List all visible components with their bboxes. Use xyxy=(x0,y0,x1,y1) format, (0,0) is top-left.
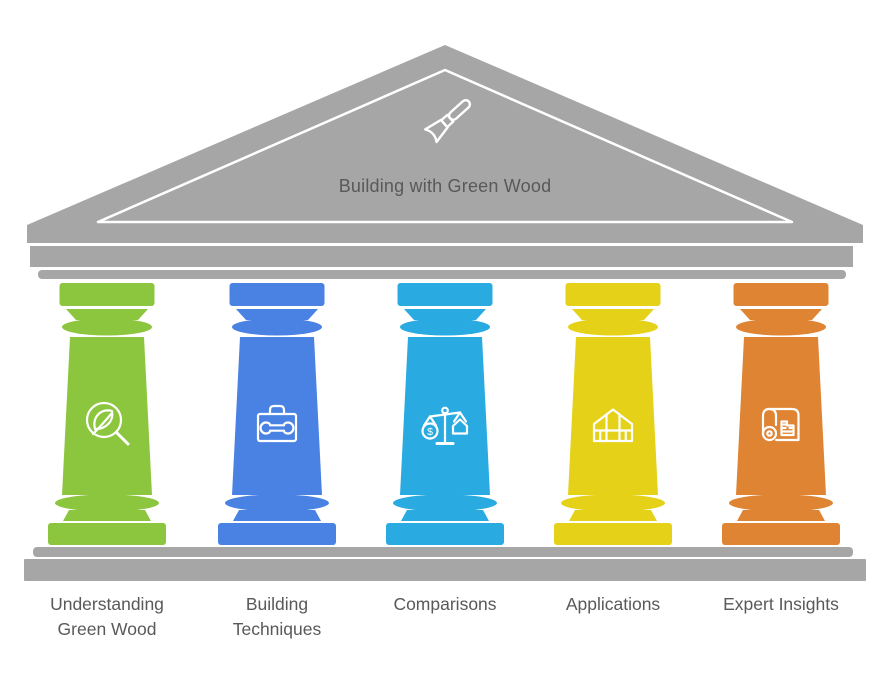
scale-beam xyxy=(428,411,462,418)
pillar-torus-top xyxy=(232,318,322,336)
pillar-label-applications: Applications xyxy=(565,594,661,614)
pillar-label-understanding-green-wood: Understanding Green Wood xyxy=(50,594,164,639)
blueprint-roll-end-inner xyxy=(766,430,773,437)
pillar-base xyxy=(569,510,657,521)
pillar-shaft xyxy=(232,337,322,495)
pediment-title: Building with Green Wood xyxy=(338,176,552,196)
pediment-roof xyxy=(27,45,863,243)
pillar-torus-top xyxy=(568,318,658,336)
magnifier-lens xyxy=(85,401,123,439)
pillar-base xyxy=(63,510,151,521)
pillar-capital xyxy=(397,283,493,306)
pillar-shaft xyxy=(736,337,826,495)
pillar-capital xyxy=(229,283,325,306)
leaf-shape xyxy=(93,409,114,431)
entablature-frieze xyxy=(38,270,846,279)
pillar-plinth xyxy=(218,523,336,545)
pillar-shaft xyxy=(568,337,658,495)
pillar-torus-bottom xyxy=(729,494,833,512)
greenhouse-panel-dividers xyxy=(599,429,627,443)
pillar-base xyxy=(737,510,825,521)
pillar-torus-bottom xyxy=(225,494,329,512)
blueprint-roll-end-outer xyxy=(761,425,778,442)
pillar-torus-bottom xyxy=(55,494,159,512)
scale-right-strings xyxy=(452,411,468,423)
pillar-plinth xyxy=(722,523,840,545)
pillar-echinus xyxy=(66,309,148,320)
pillar-capital xyxy=(565,283,661,306)
pillar-plinth xyxy=(48,523,166,545)
wrench-bar xyxy=(268,424,286,432)
pillar-echinus xyxy=(740,309,822,320)
blueprint-building xyxy=(780,420,795,437)
pillar-torus-bottom xyxy=(561,494,665,512)
leaf-magnifier-icon xyxy=(85,401,130,446)
chisel-icon xyxy=(423,98,472,144)
pillar-plinth xyxy=(554,523,672,545)
balance-scale-icon: $ xyxy=(421,406,469,445)
blueprint-icon xyxy=(761,407,800,442)
chisel-blade xyxy=(423,118,449,144)
pillar-torus-top xyxy=(62,318,152,336)
wrench-left-jaw xyxy=(259,421,271,435)
pillar-plinth xyxy=(386,523,504,545)
blueprint-building-details xyxy=(782,423,793,433)
pillar-applications xyxy=(554,283,672,545)
pediment-inner-outline xyxy=(96,68,794,224)
wrench-right-jaw xyxy=(283,421,295,435)
pillar-label-expert-insights: Expert Insights xyxy=(723,594,839,614)
pillar-base xyxy=(233,510,321,521)
pillar-capital xyxy=(733,283,829,306)
dollar-symbol: $ xyxy=(427,426,433,438)
entablature xyxy=(30,246,853,279)
pillar-capital xyxy=(59,283,155,306)
blueprint-sheet xyxy=(768,407,800,442)
scale-left-strings xyxy=(422,415,438,427)
scale-knob xyxy=(441,406,449,415)
stylobate xyxy=(24,547,866,581)
toolbox-wrench-icon xyxy=(256,404,298,443)
pillar-building-techniques xyxy=(218,283,336,545)
entablature-architrave xyxy=(30,246,853,267)
greenhouse-icon xyxy=(592,408,634,443)
pillar-comparisons: $ xyxy=(386,283,504,545)
pillar-label-comparisons: Comparisons xyxy=(393,594,497,614)
pillar-echinus xyxy=(404,309,486,320)
pillar-echinus xyxy=(572,309,654,320)
greenhouse-frame-verticals xyxy=(605,413,621,443)
stylobate-base-step xyxy=(24,559,866,581)
pillar-echinus xyxy=(236,309,318,320)
pillar-label-building-techniques: Building Techniques xyxy=(232,594,322,639)
pillar-base xyxy=(401,510,489,521)
pillar-shaft xyxy=(62,337,152,495)
pillar-understanding-green-wood xyxy=(48,283,166,545)
pediment xyxy=(27,45,863,243)
pillar-torus-top xyxy=(400,318,490,336)
pillar-torus-bottom xyxy=(393,494,497,512)
toolbox-handle xyxy=(268,404,286,416)
pillar-torus-top xyxy=(736,318,826,336)
pillar-expert-insights xyxy=(722,283,840,545)
leaf-stem xyxy=(91,412,113,436)
dollar-coin xyxy=(421,422,439,440)
chisel-handle xyxy=(447,98,472,121)
stylobate-upper-step xyxy=(33,547,853,557)
toolbox-body xyxy=(256,412,298,443)
magnifier-handle xyxy=(115,431,130,446)
house-shape xyxy=(451,418,469,435)
